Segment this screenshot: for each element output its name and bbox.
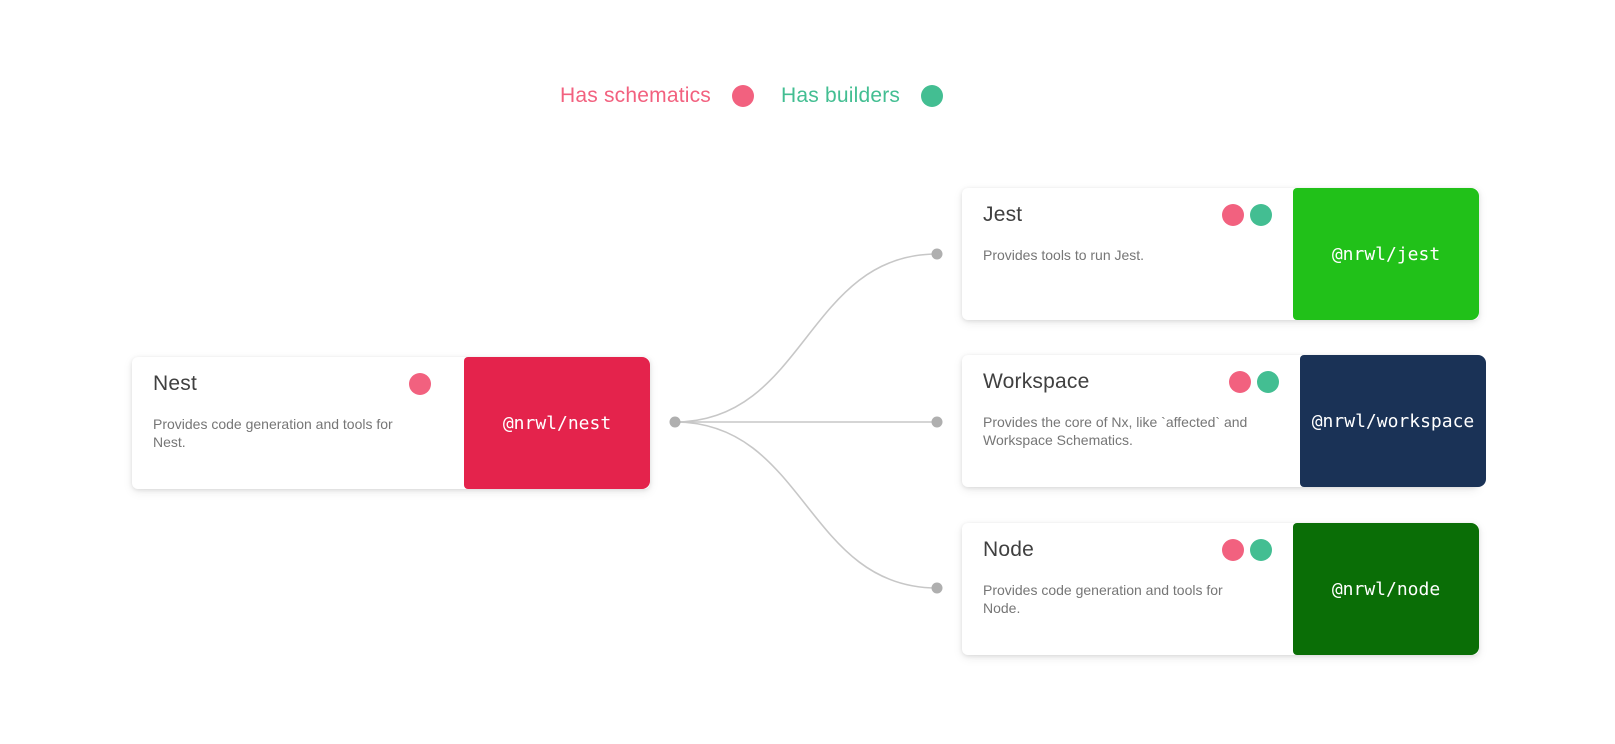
capability-dots [1222, 204, 1272, 226]
has-builders-dot-icon [1250, 204, 1272, 226]
edge-target-dot-node [931, 582, 943, 594]
card-title-jest: Jest [983, 203, 1023, 226]
capability-dots [409, 373, 431, 395]
card-jest[interactable]: Jest Provides tools to run Jest. @nrwl/j… [962, 188, 1479, 320]
edge-nest-node [674, 421, 938, 589]
card-workspace-body: Workspace Provides the core of Nx, like … [962, 355, 1300, 487]
has-schematics-dot-icon [409, 373, 431, 395]
edge-target-dot-workspace [931, 416, 943, 428]
edge-source-dot [669, 416, 681, 428]
package-block-jest[interactable]: @nrwl/jest [1293, 188, 1479, 320]
card-description-jest: Provides tools to run Jest. [983, 247, 1145, 263]
capability-dots [1222, 539, 1272, 561]
card-description-nest: Provides code generation and tools for N… [153, 416, 393, 451]
legend-item-has-schematics: Has schematics [560, 84, 755, 108]
card-description-workspace: Provides the core of Nx, like `affected`… [983, 414, 1248, 449]
card-title-node: Node [983, 538, 1035, 561]
has-builders-dot-icon [1257, 371, 1279, 393]
legend-item-has-builders: Has builders [781, 84, 944, 108]
package-name-node: @nrwl/node [1331, 578, 1441, 600]
builders-dot-icon [921, 85, 944, 107]
has-schematics-dot-icon [1222, 204, 1244, 226]
card-description-node: Provides code generation and tools for N… [983, 582, 1223, 617]
card-node-body: Node Provides code generation and tools … [962, 523, 1293, 655]
edge-target-dot-jest [931, 248, 943, 260]
package-name-jest: @nrwl/jest [1331, 243, 1441, 265]
has-builders-dot-icon [1250, 539, 1272, 561]
has-schematics-dot-icon [1229, 371, 1251, 393]
card-title-workspace: Workspace [983, 370, 1090, 393]
card-nest[interactable]: Nest Provides code generation and tools … [132, 357, 650, 489]
package-block-node[interactable]: @nrwl/node [1293, 523, 1479, 655]
card-nest-body: Nest Provides code generation and tools … [132, 357, 464, 489]
package-name-workspace: @nrwl/workspace [1311, 410, 1475, 432]
legend-label-has-builders: Has builders [781, 84, 901, 107]
schematics-dot-icon [732, 85, 755, 107]
capability-dots [1229, 371, 1279, 393]
card-workspace[interactable]: Workspace Provides the core of Nx, like … [962, 355, 1486, 487]
legend-label-has-schematics: Has schematics [560, 84, 712, 107]
package-name-nest: @nrwl/nest [502, 412, 612, 434]
card-title-nest: Nest [153, 372, 197, 395]
has-schematics-dot-icon [1222, 539, 1244, 561]
edge-nest-jest [674, 253, 938, 423]
package-block-nest[interactable]: @nrwl/nest [464, 357, 650, 489]
card-jest-body: Jest Provides tools to run Jest. [962, 188, 1293, 320]
card-node[interactable]: Node Provides code generation and tools … [962, 523, 1479, 655]
legend: Has schematics Has builders [560, 84, 944, 108]
package-block-workspace[interactable]: @nrwl/workspace [1300, 355, 1486, 487]
